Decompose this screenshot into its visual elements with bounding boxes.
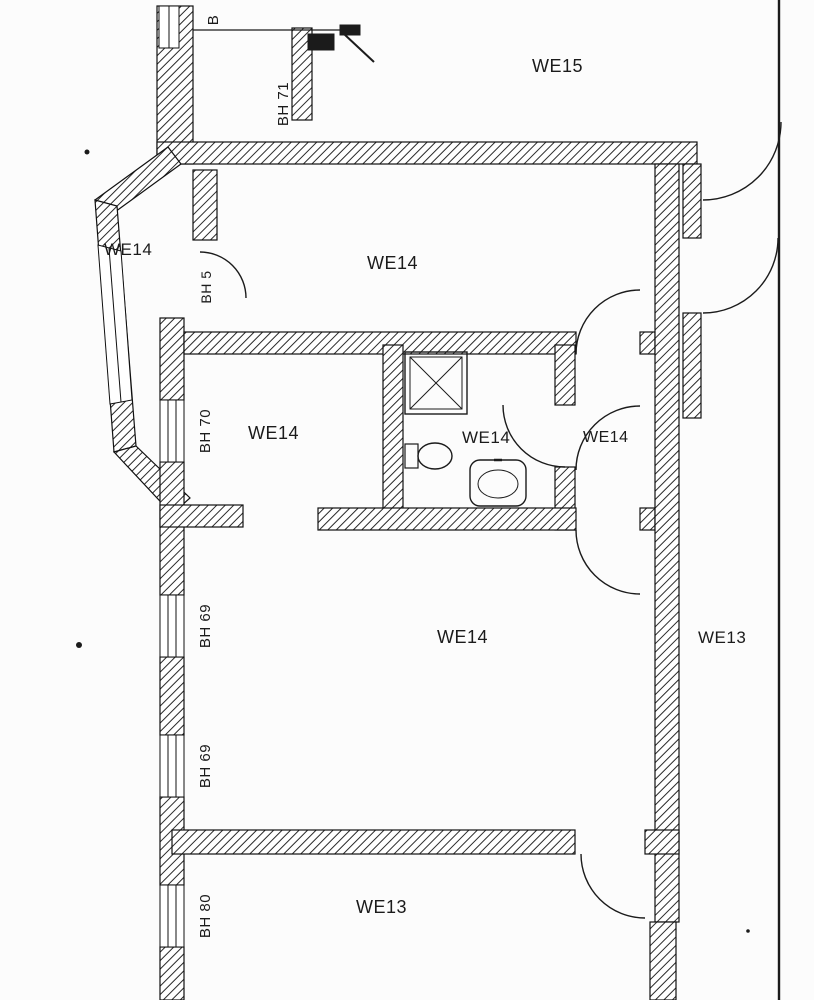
wall-segment [159, 317, 185, 401]
unit-label-we15: WE15 [532, 56, 584, 76]
parapet-label-bh5: BH 5 [198, 270, 214, 304]
fixtures [404, 351, 527, 507]
door-arc [199, 251, 247, 299]
unit-label-we14-bathroom: WE14 [462, 428, 511, 447]
parapet-label-bh71: BH 71 [275, 81, 292, 127]
scan-speck [746, 929, 750, 933]
wall-segment [183, 331, 577, 355]
door-arc [502, 404, 566, 468]
window [159, 734, 185, 798]
partial-label-b: B [205, 14, 222, 26]
unit-label-we14-bay: WE14 [104, 240, 153, 259]
wall-segment [649, 921, 677, 1000]
door-arc [702, 121, 782, 201]
parapet-label-bh69-upper: BH 69 [197, 603, 214, 649]
door-arc [575, 289, 641, 355]
wall-segment [644, 829, 680, 855]
unit-label-we14-mid-left-room: WE14 [248, 423, 300, 443]
wall-segment [159, 656, 185, 736]
unit-label-we14-top-room: WE14 [367, 253, 419, 273]
wall-segment [159, 504, 244, 528]
window [159, 594, 185, 658]
door-arc [575, 405, 641, 471]
door-arcs [199, 121, 782, 919]
wall-segment [639, 331, 656, 355]
wall-segment [554, 344, 576, 406]
wall-segment [156, 141, 698, 165]
plan-details [76, 0, 781, 1000]
window [159, 884, 185, 948]
parapet-label-bh70: BH 70 [197, 408, 214, 454]
wall-segment [682, 163, 702, 239]
scan-speck [76, 642, 82, 648]
wall-segment [682, 312, 702, 419]
windows [97, 5, 185, 948]
wall-segment [382, 344, 404, 516]
door-arc [575, 529, 641, 595]
door-arc [580, 853, 646, 919]
toilet-symbol [404, 442, 453, 470]
unit-label-we13-bottom: WE13 [356, 897, 408, 917]
walls [94, 5, 702, 1000]
unit-label-we14-bottom-room: WE14 [437, 627, 489, 647]
plan-mark [307, 33, 335, 51]
door-arc [702, 237, 779, 314]
plan-mark [339, 24, 361, 36]
window [159, 399, 185, 463]
wall-segment [639, 507, 656, 531]
unit-label-we13-right: WE13 [698, 628, 747, 647]
wall-segment [192, 169, 218, 241]
wall-segment [159, 946, 185, 1000]
scan-speck [84, 149, 90, 155]
parapet-label-bh80: BH 80 [197, 893, 214, 939]
wall-segment [654, 163, 680, 923]
shower-symbol [404, 351, 468, 415]
wall-segment [159, 461, 185, 596]
wall-segment [317, 507, 577, 531]
wall-segment [171, 829, 576, 855]
parapet-label-bh69-lower: BH 69 [197, 743, 214, 789]
sink-symbol [469, 458, 527, 507]
unit-label-we14-hall: WE14 [583, 429, 629, 446]
wall-segment [291, 27, 313, 121]
